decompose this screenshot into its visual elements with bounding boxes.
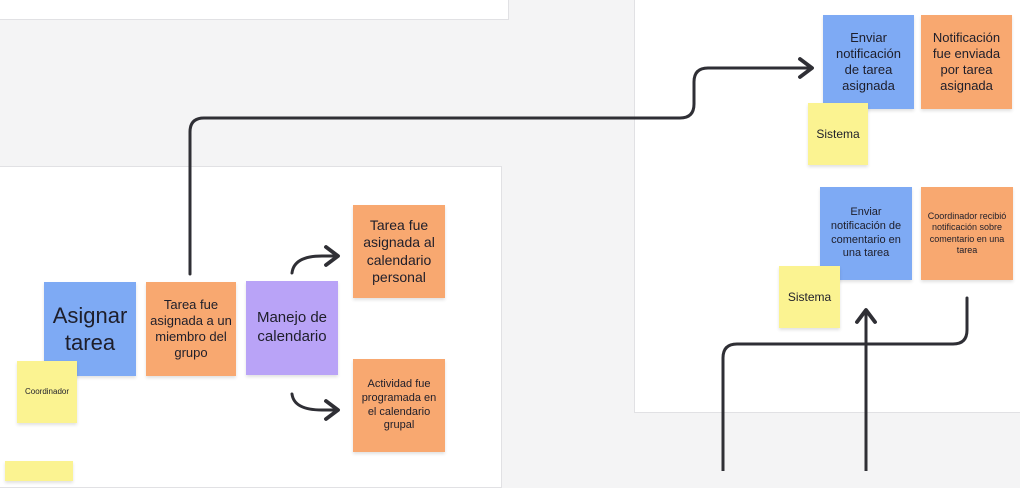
- note-enviar-notificacion-tarea[interactable]: Enviar notificación de tarea asignada: [823, 15, 914, 109]
- note-manejo-calendario[interactable]: Manejo de calendario: [246, 281, 338, 375]
- note-asignar-tarea[interactable]: Asignar tarea: [44, 282, 136, 376]
- note-enviar-notificacion-comentario[interactable]: Enviar notificación de comentario en una…: [820, 187, 912, 280]
- note-tarea-calendario-personal[interactable]: Tarea fue asignada al calendario persona…: [353, 205, 445, 298]
- connector-manejo-a-grupal: [290, 392, 340, 421]
- note-tarea-asignada-miembro[interactable]: Tarea fue asignada a un miembro del grup…: [146, 282, 236, 376]
- note-actividad-calendario-grupal[interactable]: Actividad fue programada en el calendari…: [353, 359, 445, 452]
- frame-top-left: [0, 0, 509, 20]
- note-coordinador[interactable]: Coordinador: [17, 361, 77, 423]
- note-coordinador-recibio[interactable]: Coordinador recibió notificación sobre c…: [921, 187, 1013, 280]
- note-sistema-1[interactable]: Sistema: [808, 103, 868, 165]
- connectors: [188, 57, 969, 471]
- note-sistema-2[interactable]: Sistema: [779, 266, 840, 328]
- note-bottom-partial[interactable]: [5, 461, 73, 481]
- connector-asignacion-a-notificacion: [188, 57, 814, 276]
- note-notificacion-enviada[interactable]: Notificación fue enviada por tarea asign…: [921, 15, 1012, 109]
- connector-coordinador-abajo: [721, 296, 969, 471]
- connector-manejo-a-personal: [290, 245, 340, 275]
